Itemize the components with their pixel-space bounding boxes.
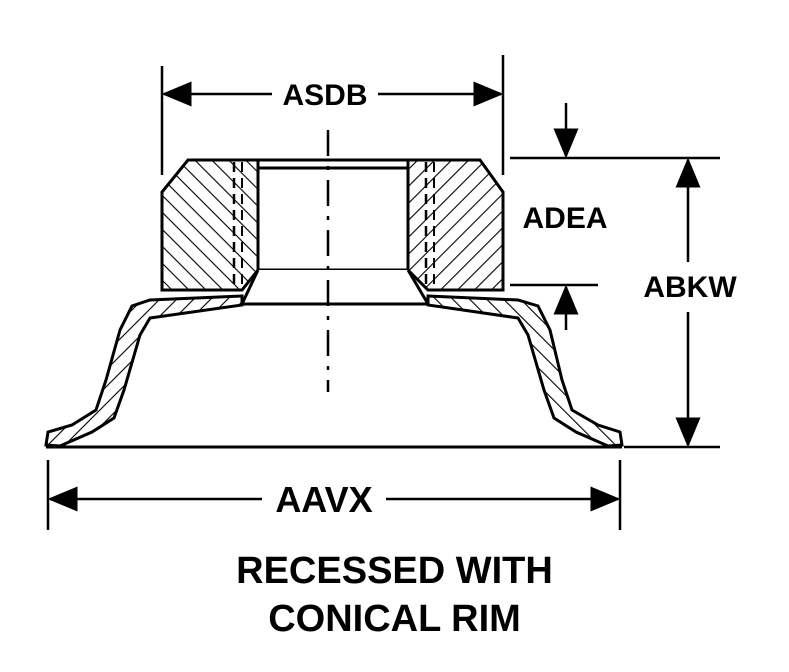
thread-hole — [256, 166, 410, 272]
cup-right-wall — [426, 294, 624, 448]
boss-section — [160, 158, 505, 306]
adea-label: ADEA — [522, 202, 607, 235]
dimension-aavx: AAVX — [46, 460, 622, 530]
aavx-label: AAVX — [275, 479, 372, 520]
hole-cone — [239, 269, 431, 306]
cup-body — [44, 294, 624, 449]
asdb-label: ASDB — [282, 79, 367, 112]
cup-left-wall — [44, 294, 244, 448]
dimension-asdb: ASDB — [160, 55, 505, 175]
caption-line-2: CONICAL RIM — [268, 598, 521, 640]
abkw-label: ABKW — [643, 271, 737, 304]
caption-line-1: RECESSED WITH — [236, 550, 553, 592]
boss-right-hatch — [406, 158, 505, 292]
dimension-adea: ADEA — [510, 103, 608, 330]
boss-left-hatch — [160, 158, 260, 292]
dimension-abkw: ABKW — [608, 156, 737, 449]
